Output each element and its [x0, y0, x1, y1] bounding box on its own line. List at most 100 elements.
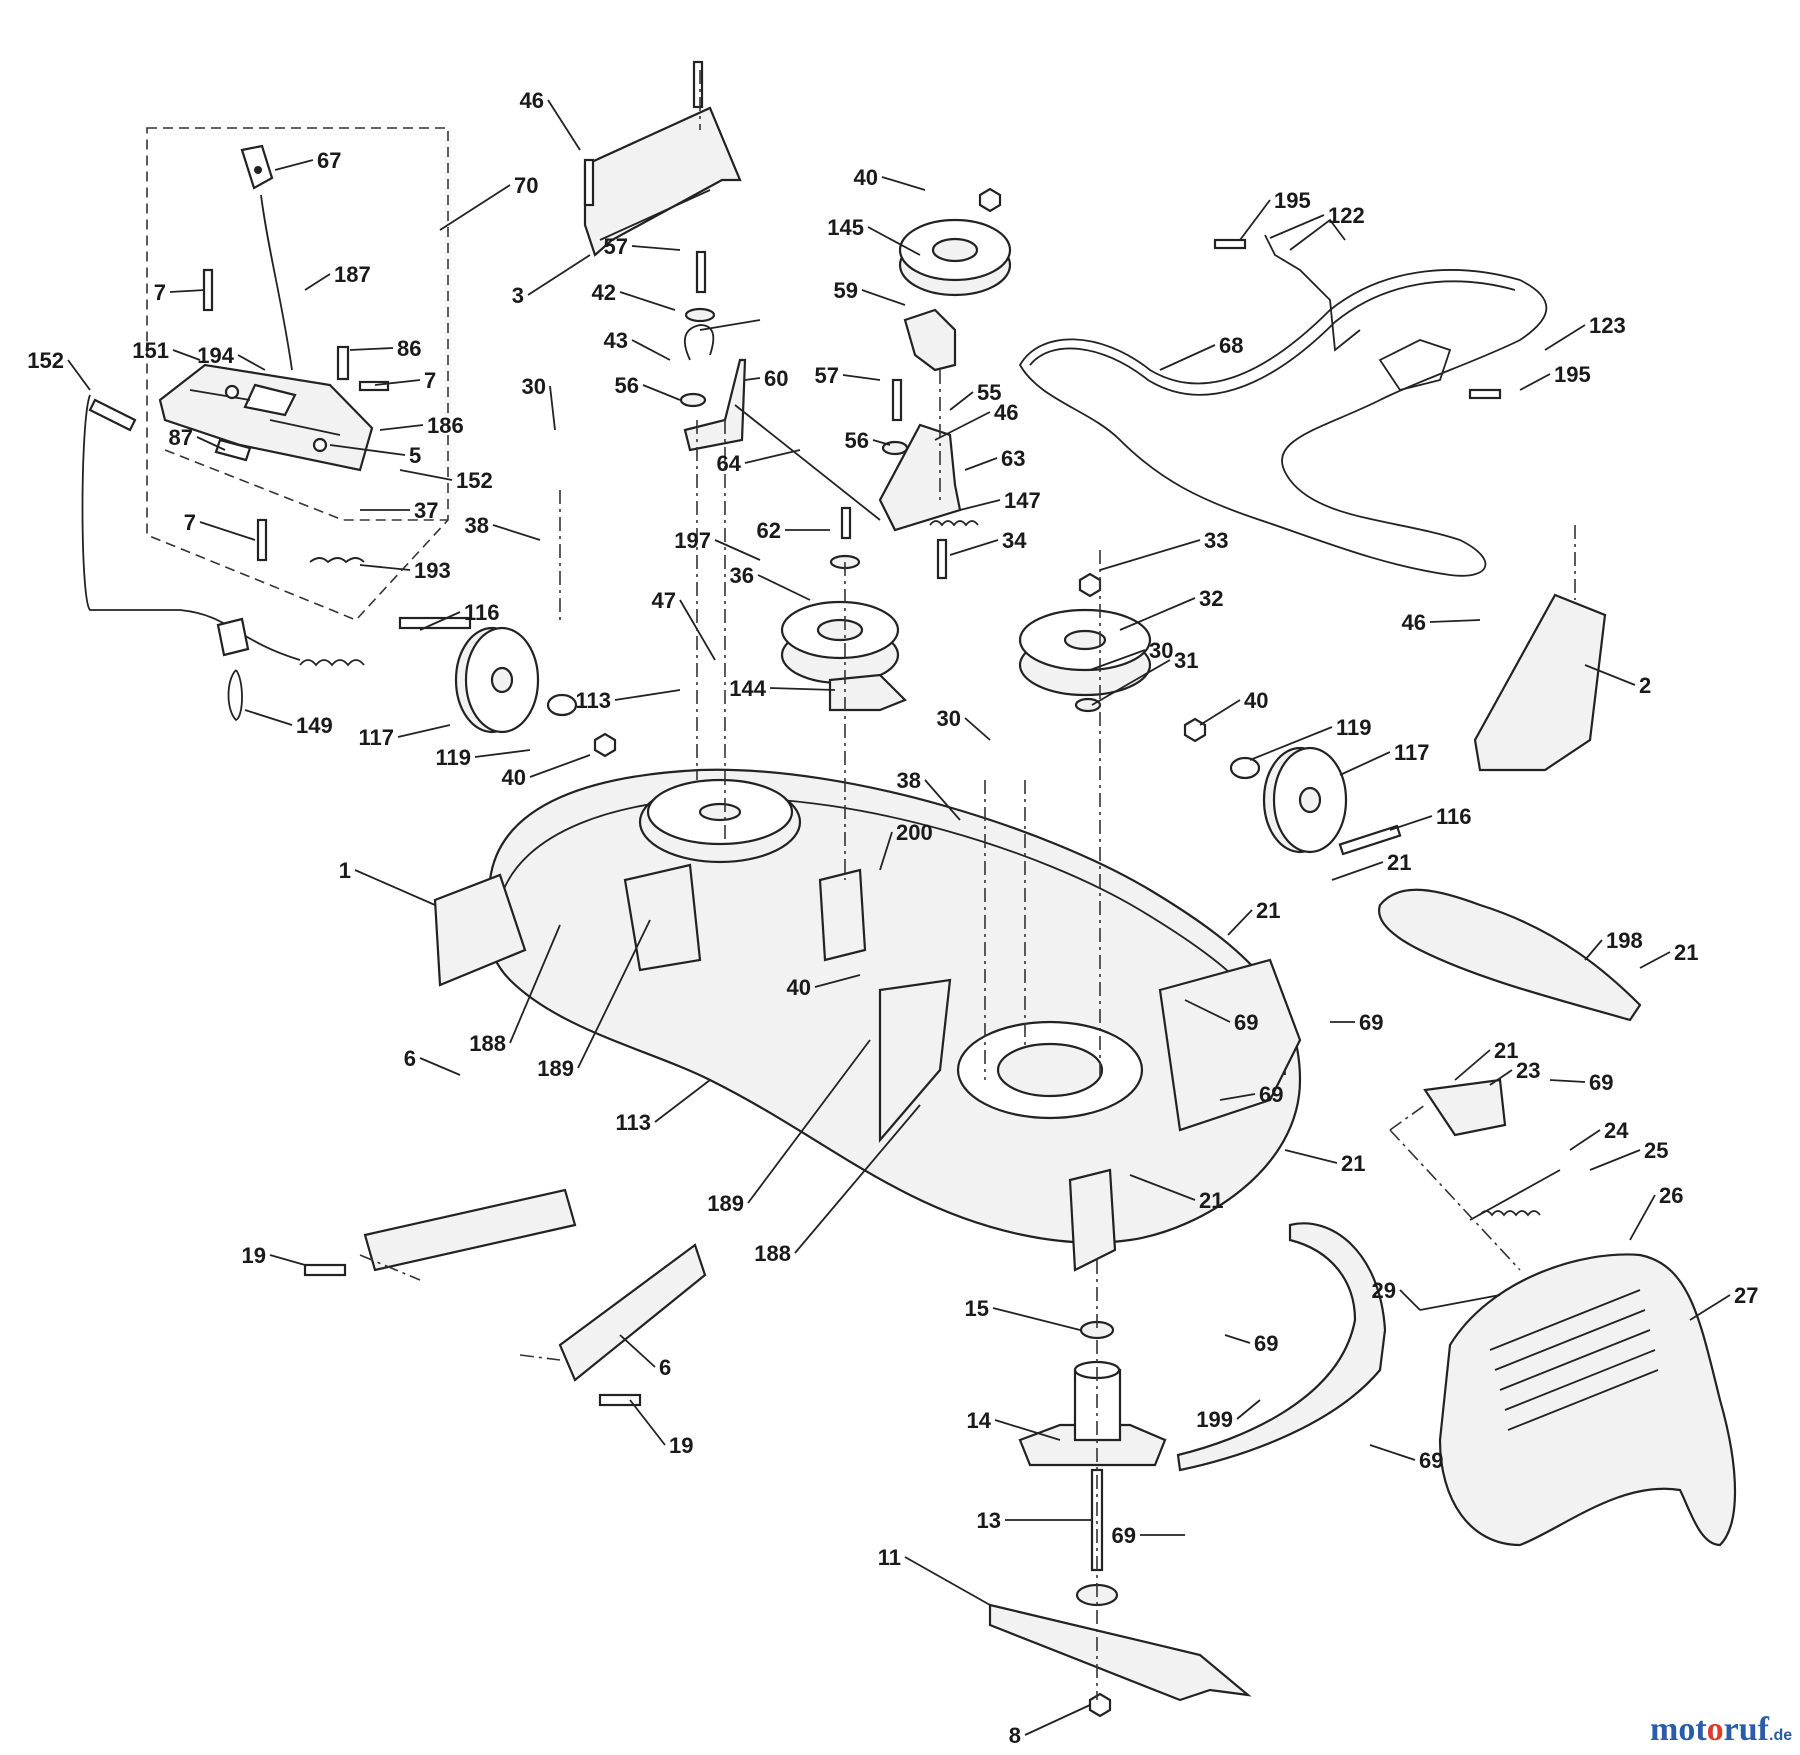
leader-line — [757, 574, 811, 601]
leader-line — [274, 159, 314, 171]
part-number-label: 195 — [1274, 188, 1311, 213]
leader-line — [1119, 597, 1196, 631]
part-number-label: 144 — [729, 676, 766, 701]
leader-line — [744, 377, 761, 381]
leader-line — [1284, 1149, 1338, 1164]
leader-line — [1219, 1093, 1256, 1101]
part-number-label: 21 — [1256, 898, 1280, 923]
right-wheel — [1183, 717, 1402, 856]
part-number-label: 152 — [27, 348, 64, 373]
leader-line — [1549, 1079, 1586, 1083]
lift-lever — [240, 144, 293, 371]
leader-line — [964, 717, 991, 741]
leader-line — [379, 424, 424, 431]
watermark-letter: u — [1739, 1711, 1758, 1748]
leader-line — [1399, 1289, 1421, 1311]
leader-lines — [67, 99, 1731, 1736]
part-number-label: 42 — [592, 280, 616, 305]
part-number-label: 46 — [520, 88, 544, 113]
watermark-suffix: .de — [1769, 1727, 1792, 1744]
part-number-label: 21 — [1341, 1151, 1365, 1176]
leader-line — [1249, 726, 1333, 761]
part-number-label: 14 — [967, 1408, 992, 1433]
leader-line — [1331, 861, 1384, 881]
leader-line — [1489, 1069, 1513, 1086]
part-number-label: 147 — [1004, 488, 1041, 513]
leader-line — [1544, 324, 1586, 351]
leader-line — [744, 449, 801, 464]
leader-line — [547, 99, 581, 151]
part-number-label: 198 — [1606, 928, 1643, 953]
part-number-label: 21 — [1674, 940, 1698, 965]
leader-line — [354, 869, 436, 906]
part-number-label: 43 — [604, 328, 628, 353]
leader-line — [399, 469, 453, 481]
leader-line — [1239, 199, 1271, 241]
part-number-label: 40 — [854, 165, 878, 190]
part-number-label: 7 — [154, 280, 166, 305]
lever-plate — [158, 363, 374, 472]
part-number-label: 46 — [994, 400, 1018, 425]
part-number-label: 199 — [1196, 1407, 1233, 1432]
part-number-label: 69 — [1419, 1448, 1443, 1473]
leader-line — [861, 289, 906, 306]
leader-line — [1629, 1194, 1656, 1241]
leader-line — [1089, 649, 1146, 671]
leader-line — [642, 384, 681, 401]
part-number-label: 11 — [878, 1545, 901, 1570]
part-number-label: 6 — [404, 1046, 416, 1071]
leader-line — [614, 689, 681, 701]
part-number-label: 70 — [514, 173, 538, 198]
part-number-label: 57 — [604, 234, 628, 259]
leader-line — [714, 539, 761, 561]
part-number-label: 68 — [1219, 333, 1243, 358]
mower-deck — [433, 768, 1302, 1272]
front-shield — [583, 60, 742, 257]
part-number-label: 36 — [730, 563, 754, 588]
part-number-label: 37 — [414, 498, 438, 523]
part-number-label: 122 — [1328, 203, 1365, 228]
leader-line — [172, 349, 201, 361]
leader-line — [1689, 1294, 1731, 1321]
leader-line — [549, 385, 556, 431]
part-number-label: 19 — [242, 1243, 266, 1268]
part-number-label: 19 — [669, 1433, 693, 1458]
leader-line — [196, 436, 226, 451]
part-number-label: 87 — [169, 425, 193, 450]
leader-line — [949, 391, 974, 411]
part-number-label: 188 — [754, 1241, 791, 1266]
part-number-label: 30 — [522, 374, 546, 399]
part-number-label: 21 — [1387, 850, 1411, 875]
part-number-label: 40 — [787, 975, 811, 1000]
part-number-label: 7 — [424, 368, 436, 393]
part-number-label: 62 — [757, 518, 781, 543]
leader-line — [374, 379, 421, 386]
part-number-label: 56 — [845, 428, 869, 453]
leader-line — [867, 226, 921, 256]
part-number-label: 113 — [616, 1110, 652, 1135]
leader-line — [1569, 1129, 1601, 1151]
part-number-label: 69 — [1589, 1070, 1613, 1095]
leader-line — [1184, 999, 1231, 1023]
leader-line — [619, 291, 676, 311]
leader-line — [419, 1057, 461, 1076]
watermark-letter: r — [1724, 1711, 1739, 1748]
leader-line — [577, 919, 651, 1069]
leader-line — [881, 176, 926, 191]
part-number-label: 26 — [1659, 1183, 1683, 1208]
lever-hardware — [202, 268, 390, 564]
part-number-label: 21 — [1494, 1038, 1518, 1063]
assembly-axes — [359, 70, 1576, 1700]
leader-line — [679, 599, 716, 661]
leader-line — [1224, 1334, 1251, 1344]
part-number-label: 46 — [1402, 610, 1426, 635]
part-number-label: 59 — [834, 278, 858, 303]
part-number-label: 56 — [615, 373, 639, 398]
part-number-label: 21 — [1199, 1188, 1223, 1213]
leader-line — [794, 1104, 921, 1254]
part-number-label: 200 — [896, 820, 933, 845]
leader-line — [879, 831, 893, 871]
leader-line — [244, 709, 293, 726]
drive-belt — [1018, 269, 1548, 577]
